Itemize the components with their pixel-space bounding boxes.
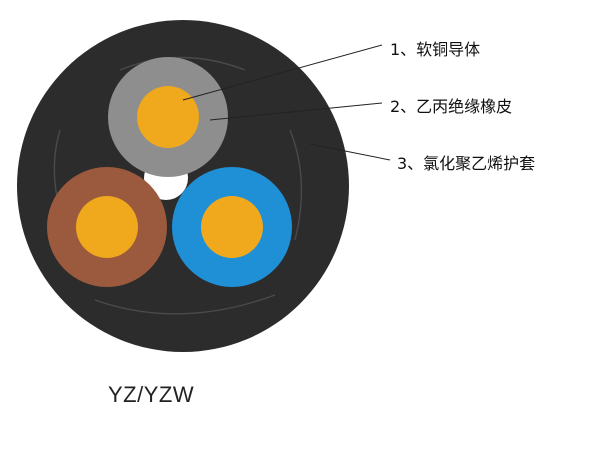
core-blue bbox=[172, 167, 292, 287]
conductor-blue-core bbox=[201, 196, 263, 258]
core-brown bbox=[47, 167, 167, 287]
conductor-brown-core bbox=[76, 196, 138, 258]
leader-line-insulation bbox=[209, 102, 383, 121]
leader-line-conductor bbox=[182, 44, 383, 101]
core-gray bbox=[108, 57, 228, 177]
conductor-gray-core bbox=[137, 86, 199, 148]
leader-line-sheath bbox=[309, 143, 391, 161]
label-insulation: 2、乙丙绝缘橡皮 bbox=[390, 97, 513, 116]
model-code-caption: YZ/YZW bbox=[108, 382, 195, 407]
label-sheath: 3、氯化聚乙烯护套 bbox=[397, 154, 536, 173]
label-conductor: 1、软铜导体 bbox=[390, 40, 481, 59]
